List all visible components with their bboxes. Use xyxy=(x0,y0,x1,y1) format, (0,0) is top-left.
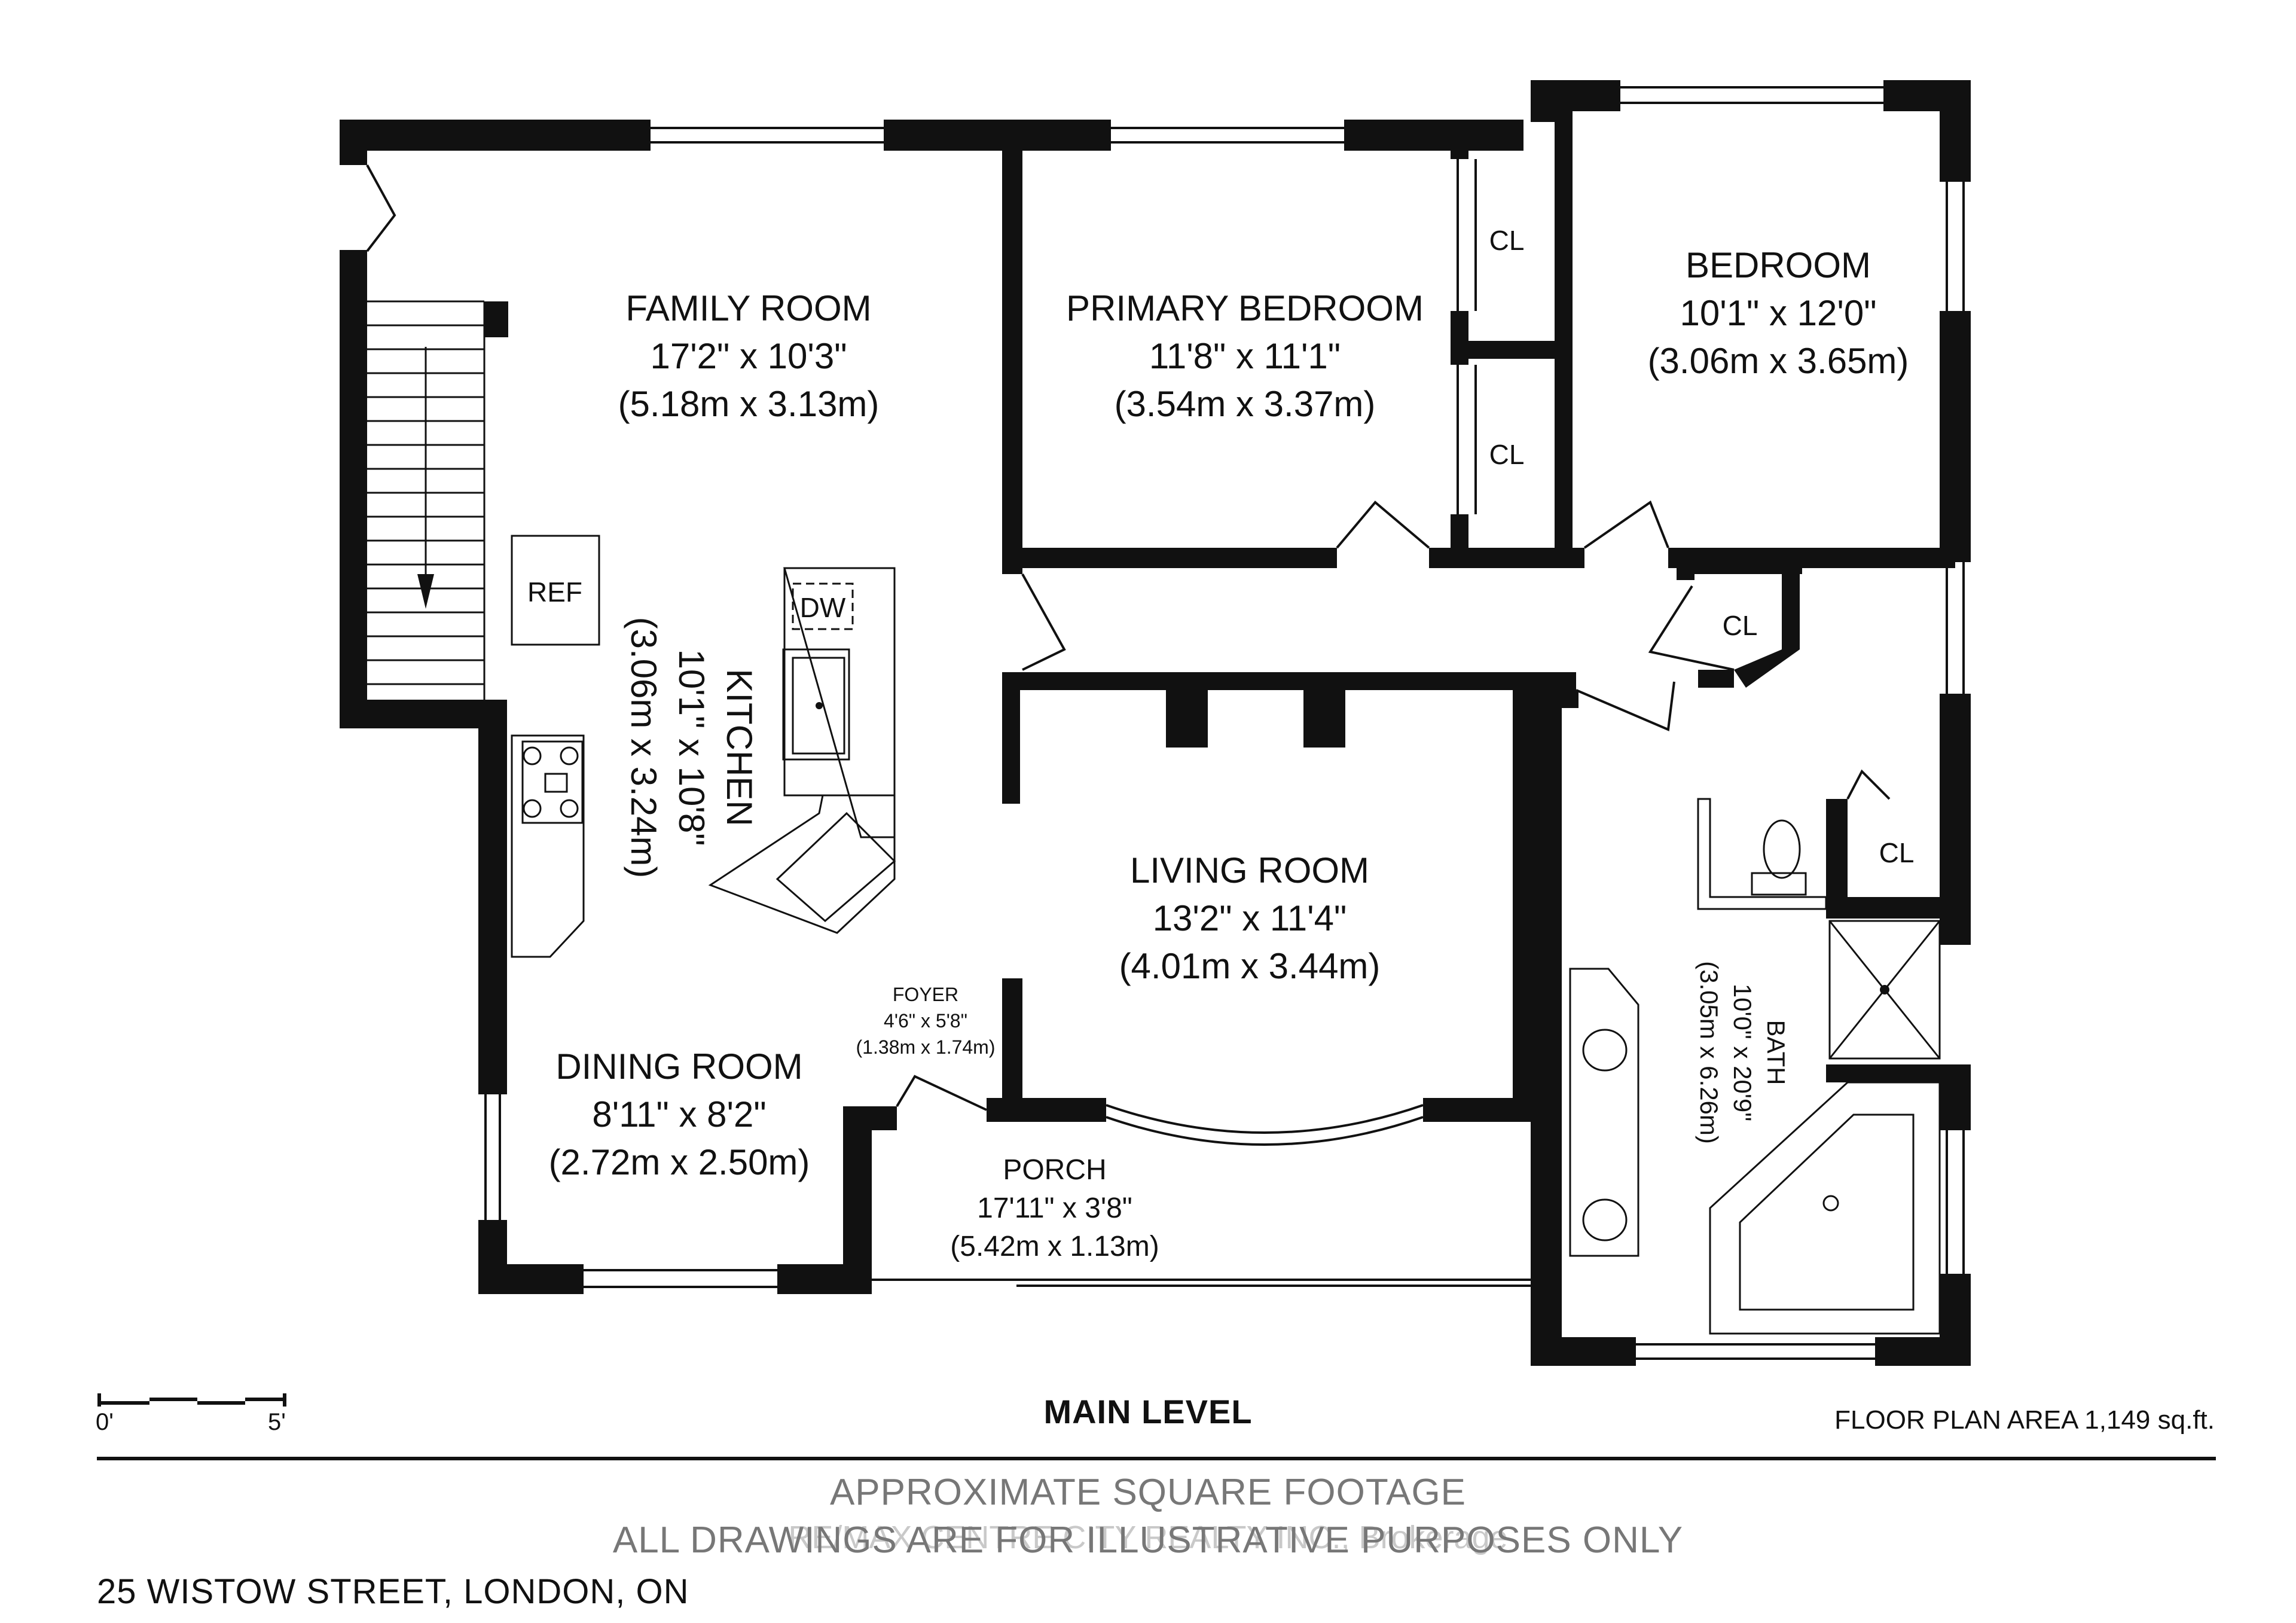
scale-start-label: 0' xyxy=(96,1409,114,1435)
footer-divider xyxy=(97,1457,2216,1460)
room-dim-imperial: 13'2" x 11'4" xyxy=(1153,898,1347,938)
room-kitchen: KITCHEN 10'1" x 10'8" (3.06m x 3.24m) xyxy=(624,617,759,878)
room-name: KITCHEN xyxy=(719,669,759,826)
room-name: LIVING ROOM xyxy=(1130,850,1369,890)
room-dim-metric: (3.06m x 3.65m) xyxy=(1648,341,1909,381)
room-dim-imperial: 10'1" x 10'8" xyxy=(671,649,712,846)
exterior-walls xyxy=(340,80,1971,1366)
brokerage-watermark: RE/MAX CENTRE CITY REALTY INC., Brokerag… xyxy=(788,1520,1508,1555)
room-bedroom: BEDROOM 10'1" x 12'0" (3.06m x 3.65m) xyxy=(1648,245,1909,381)
room-name: PRIMARY BEDROOM xyxy=(1066,288,1424,328)
shower-drain-icon xyxy=(1880,985,1889,994)
room-name: FOYER xyxy=(893,984,958,1005)
room-name: BATH xyxy=(1762,1020,1790,1085)
room-living: LIVING ROOM 13'2" x 11'4" (4.01m x 3.44m… xyxy=(1119,850,1381,986)
room-dim-metric: (3.06m x 3.24m) xyxy=(624,617,664,878)
closet-label: CL xyxy=(1489,439,1525,470)
stair-arrow-icon xyxy=(417,574,434,609)
room-dim-imperial: 11'8" x 11'1" xyxy=(1149,336,1341,376)
room-family: FAMILY ROOM 17'2" x 10'3" (5.18m x 3.13m… xyxy=(618,288,880,424)
room-dim-imperial: 8'11" x 8'2" xyxy=(592,1094,766,1134)
room-dim-imperial: 17'2" x 10'3" xyxy=(650,336,847,376)
room-name: PORCH xyxy=(1003,1154,1106,1186)
room-dim-imperial: 10'1" x 12'0" xyxy=(1680,293,1876,333)
room-dim-metric: (1.38m x 1.74m) xyxy=(856,1036,996,1058)
room-bath: BATH 10'0" x 20'9" (3.05m x 6.26m) xyxy=(1695,961,1790,1144)
disclaimer-line-2: ALL DRAWINGS ARE FOR ILLUSTRATIVE PURPOS… xyxy=(612,1520,1684,1561)
hall-closet-wall xyxy=(1734,649,1800,688)
disclaimer: APPROXIMATE SQUARE FOOTAGE ALL DRAWINGS … xyxy=(0,1469,2296,1564)
refrigerator-label: REF xyxy=(527,576,582,608)
tub-drain-icon xyxy=(1822,1195,1839,1212)
windows xyxy=(484,86,1965,1360)
room-dim-metric: (5.18m x 3.13m) xyxy=(618,384,880,424)
staircase xyxy=(367,300,486,700)
closet-label: CL xyxy=(1489,225,1525,256)
room-primary-bedroom: PRIMARY BEDROOM 11'8" x 11'1" (3.54m x 3… xyxy=(1066,288,1424,424)
scale-end-label: 5' xyxy=(268,1409,286,1435)
room-dim-imperial: 10'0" x 20'9" xyxy=(1729,984,1757,1121)
room-dining: DINING ROOM 8'11" x 8'2" (2.72m x 2.50m) xyxy=(549,1047,810,1182)
scale-bar xyxy=(97,1393,286,1407)
dishwasher-label: DW xyxy=(800,592,846,623)
level-title: MAIN LEVEL xyxy=(1043,1393,1253,1430)
disclaimer-line-1: APPROXIMATE SQUARE FOOTAGE xyxy=(829,1472,1467,1513)
room-name: BEDROOM xyxy=(1686,245,1871,285)
room-dim-metric: (3.54m x 3.37m) xyxy=(1115,384,1376,424)
property-address: 25 WISTOW STREET, LONDON, ON xyxy=(97,1572,689,1611)
room-name: FAMILY ROOM xyxy=(625,288,871,328)
room-foyer: FOYER 4'6" x 5'8" (1.38m x 1.74m) xyxy=(856,984,996,1058)
room-dim-metric: (3.05m x 6.26m) xyxy=(1695,961,1723,1144)
room-porch: PORCH 17'11" x 3'8" (5.42m x 1.13m) xyxy=(950,1154,1159,1262)
sink-drain-icon xyxy=(816,702,823,709)
closet-label: CL xyxy=(1879,837,1915,868)
room-dim-metric: (5.42m x 1.13m) xyxy=(950,1231,1159,1262)
doors xyxy=(366,159,1891,1111)
room-dim-metric: (2.72m x 2.50m) xyxy=(549,1142,810,1182)
room-dim-imperial: 4'6" x 5'8" xyxy=(884,1010,967,1032)
closet-label: CL xyxy=(1723,610,1758,641)
room-name: DINING ROOM xyxy=(555,1047,802,1087)
bath-fixtures xyxy=(1569,798,1941,1335)
floor-area-label: FLOOR PLAN AREA 1,149 sq.ft. xyxy=(1834,1405,2215,1435)
room-dim-metric: (4.01m x 3.44m) xyxy=(1119,946,1381,986)
room-dim-imperial: 17'11" x 3'8" xyxy=(977,1192,1132,1224)
kitchen-counters xyxy=(511,535,896,958)
